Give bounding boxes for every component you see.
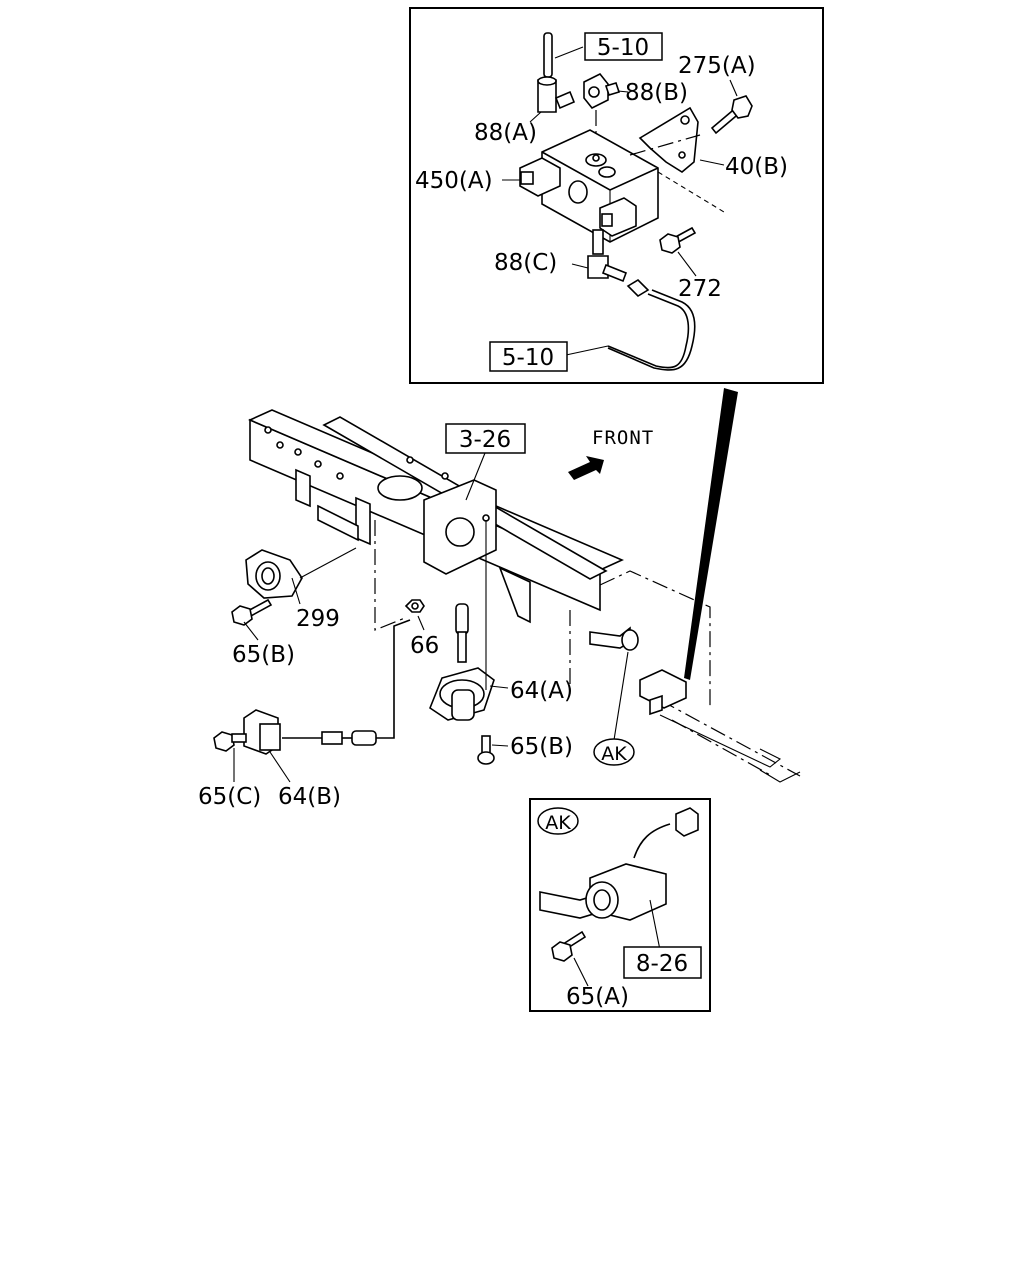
label-64b: 64(B) [278,784,341,810]
label-275a: 275(A) [678,53,756,79]
ak-callout: AK [593,738,635,766]
label-65b-mid: 65(B) [510,734,573,760]
label-65c: 65(C) [198,784,261,810]
reference-box-5-10-top: 5-10 [584,32,663,61]
front-label: FRONT [592,427,654,449]
bolt-65b-left [231,598,273,641]
label-299: 299 [296,606,340,632]
part-64a [429,520,509,721]
valve-detail-inset [409,7,824,384]
label-64a: 64(A) [510,678,573,704]
label-65a: 65(A) [566,984,629,1010]
part-299 [245,547,357,605]
label-66: 66 [410,633,439,659]
reference-box-5-10-bottom: 5-10 [489,341,568,372]
label-88a: 88(A) [474,120,537,146]
ak-detail-tag: AK [537,807,579,835]
ak-detail-inset [529,798,711,1012]
label-272: 272 [678,276,722,302]
nut-66 [404,599,425,631]
bolt-65c [213,731,247,782]
reference-box-8-26: 8-26 [623,946,702,979]
ref-5-10-top-label: 5-10 [597,35,649,61]
label-65b-left: 65(B) [232,642,295,668]
ref-5-10-bottom-label: 5-10 [502,345,554,371]
label-88c: 88(C) [494,250,557,276]
label-88b: 88(B) [625,80,688,106]
ak-callout-label: AK [601,743,627,765]
label-40b: 40(B) [725,154,788,180]
frame-assembly [248,388,801,783]
ref-8-26-label: 8-26 [636,951,688,977]
bolt-65b-mid [477,735,509,765]
part-64b [243,619,411,783]
ak-sensor-on-frame [589,626,687,741]
reference-box-3-26: 3-26 [445,423,526,501]
label-450a: 450(A) [415,168,493,194]
ak-detail-tag-label: AK [545,812,571,834]
ref-3-26-label: 3-26 [459,427,511,453]
